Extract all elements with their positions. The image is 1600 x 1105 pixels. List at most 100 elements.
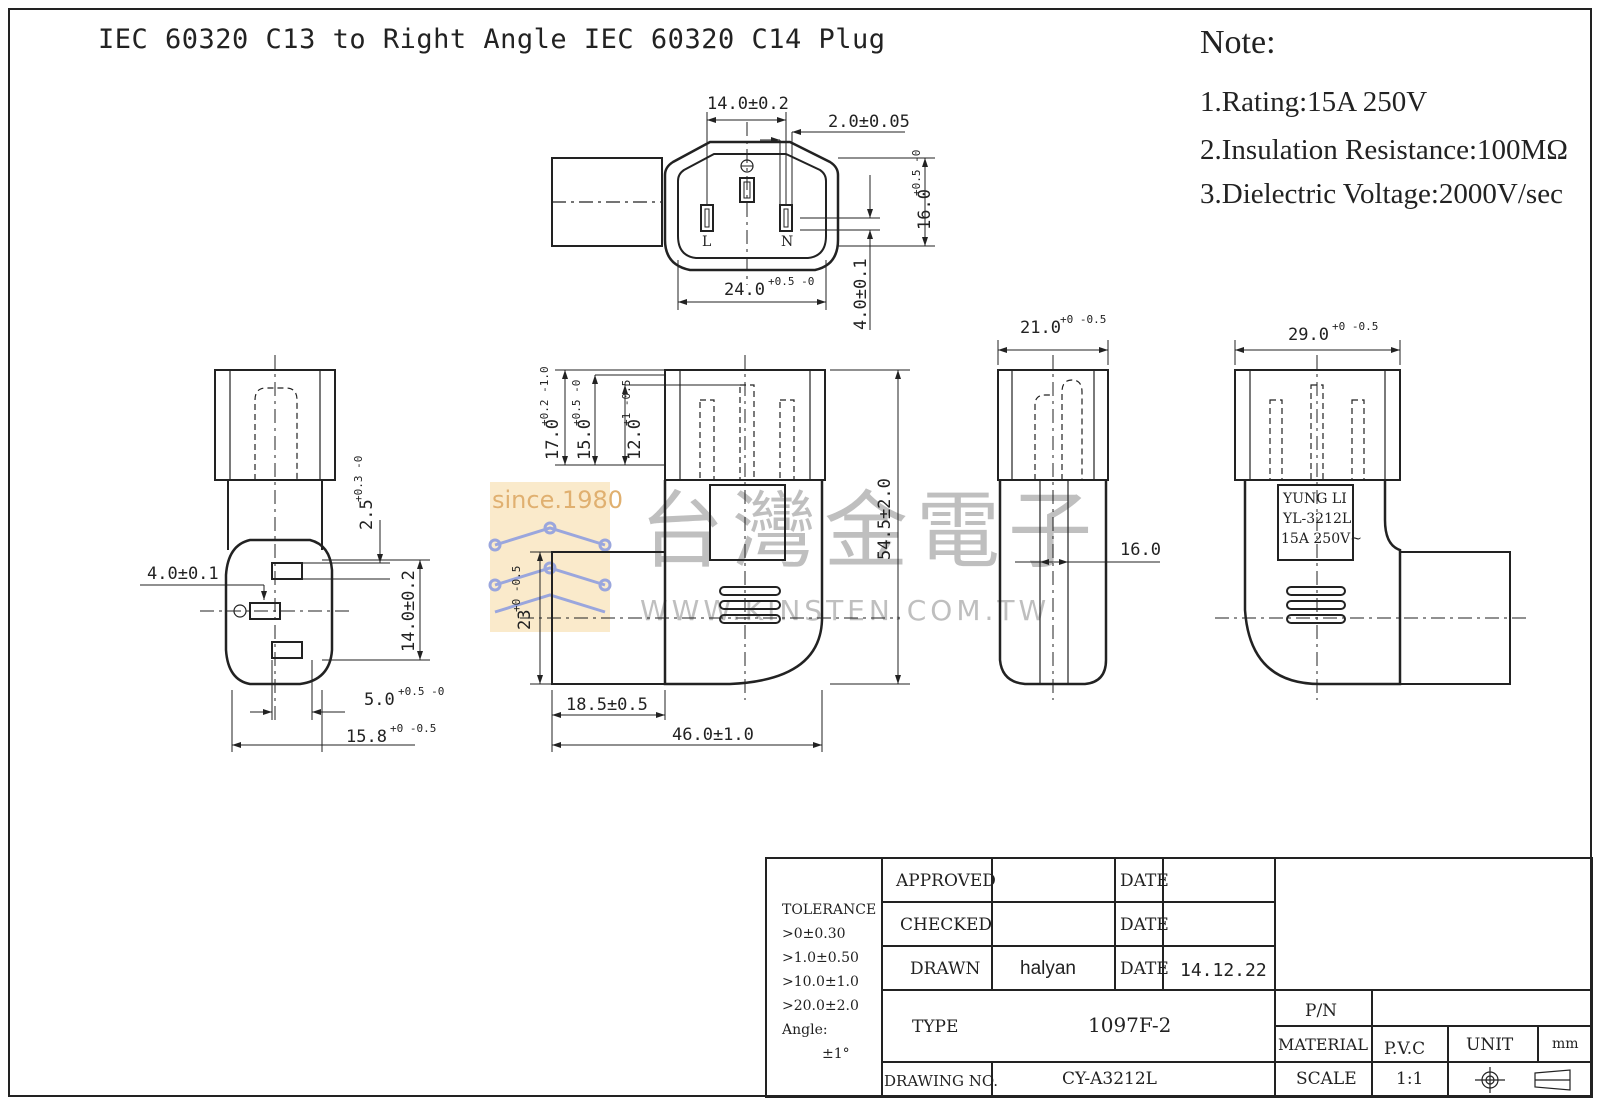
right-view-body (1243, 480, 1402, 686)
right-view (1215, 355, 1530, 700)
projection-symbol-icon (1475, 1067, 1571, 1093)
watermark-url: WWW.KINSTEN.COM.TW (640, 594, 1050, 627)
type-value: 1097F-2 (1088, 1013, 1171, 1037)
watermark-company: 台灣金電子 (640, 482, 1100, 580)
end-view (997, 355, 1109, 700)
watermark: since.1980 台灣金電子 WWW.KINSTEN.COM.TW (488, 482, 1100, 632)
drawn-by: halyan (1020, 958, 1076, 979)
svg-text:+0.5 -0: +0.5 -0 (570, 380, 583, 426)
drawing-no-label: DRAWING NO. (884, 1072, 998, 1090)
dim-end-side: 16.0 (1120, 540, 1161, 560)
checked-label: CHECKED (900, 915, 992, 935)
dim-side-depth: 23 +0 -0.5 (510, 566, 535, 630)
scale-value: 1:1 (1396, 1069, 1423, 1089)
pin-label-l: L (702, 234, 711, 250)
dim-end-width: 21.0 (1020, 318, 1061, 338)
right-view-label-line-1: YUNG LI (1282, 491, 1347, 507)
dim-front-width-top: 14.0±0.2 (707, 94, 789, 114)
side-view-body (663, 480, 824, 686)
note-rating: 1.Rating:15A 250V (1200, 86, 1428, 118)
dim-side-w2: 46.0±1.0 (672, 725, 754, 745)
svg-text:12.0: 12.0 (625, 419, 645, 460)
watermark-since: since.1980 (492, 486, 623, 514)
unit-label: UNIT (1466, 1035, 1514, 1055)
svg-text:+0.2 -1.0: +0.2 -1.0 (538, 366, 551, 426)
left-view-pin-top (271, 562, 303, 580)
drawing-title: IEC 60320 C13 to Right Angle IEC 60320 C… (98, 24, 886, 55)
dim-front-pin-width: 2.0±0.05 (828, 112, 910, 132)
dim-side-total-height: 54.5±2.0 (875, 478, 895, 560)
end-view-body (998, 480, 1108, 686)
dim-side-h3: 12.0 +1 -0.5 (620, 380, 645, 460)
svg-text:23: 23 (515, 610, 535, 630)
dim-front-offset: 4.0±0.1 (851, 258, 871, 330)
svg-text:16.0: 16.0 (915, 189, 935, 230)
date-label-checked: DATE (1120, 915, 1169, 935)
right-view-label-area (1277, 484, 1354, 561)
left-view-pin-bottom (271, 641, 303, 659)
tolerance-2: >1.0±0.50 (782, 950, 859, 966)
right-view-label-line-3: 15A 250V~ (1281, 531, 1362, 547)
scale-label: SCALE (1296, 1069, 1357, 1089)
angle-label: Angle: (781, 1022, 828, 1038)
tolerance-1: >0±0.30 (782, 926, 846, 942)
dim-left-d2: 4.0±0.1 (147, 564, 219, 584)
front-view-outer-shell (663, 140, 840, 272)
dim-left-d5: 15.8 (346, 727, 387, 747)
left-view (200, 355, 350, 720)
date-label-approved: DATE (1120, 871, 1169, 891)
pin-label-n: N (781, 234, 793, 250)
dim-left-d4: 5.0 (364, 690, 395, 710)
right-view-dimensions (1234, 340, 1401, 365)
date-label-drawn: DATE (1120, 959, 1169, 979)
svg-text:17.0: 17.0 (543, 419, 563, 460)
unit-value: mm (1552, 1036, 1579, 1052)
side-view-dimensions (530, 369, 910, 752)
note-heading: Note: (1200, 24, 1276, 61)
type-label: TYPE (912, 1017, 958, 1037)
material-label: MATERIAL (1278, 1035, 1368, 1054)
dim-end-width-tol: +0 -0.5 (1060, 313, 1106, 326)
svg-text:+0.5 -0: +0.5 -0 (910, 150, 923, 196)
front-view-dimensions (677, 112, 935, 330)
dim-front-width-bottom-tol: +0.5 -0 (768, 275, 814, 288)
note-insulation: 2.Insulation Resistance:100MΩ (1200, 134, 1568, 166)
svg-text:15.0: 15.0 (575, 419, 595, 460)
dim-left-d1: 2.5 +0.3 -0 (352, 456, 377, 530)
drawn-date: 14.12.22 (1180, 960, 1267, 981)
svg-text:2.5: 2.5 (357, 499, 377, 530)
dim-right-width-tol: +0 -0.5 (1332, 320, 1378, 333)
side-view-label-area (709, 484, 786, 561)
front-view (551, 122, 840, 285)
front-view-inner-face (677, 153, 827, 259)
tolerance-3: >10.0±1.0 (782, 974, 859, 990)
dim-front-height: 16.0 +0.5 -0 (910, 150, 935, 230)
end-view-dimensions (997, 340, 1160, 565)
dim-left-d3: 14.0±0.2 (399, 570, 419, 652)
end-view-plug-top (997, 369, 1109, 481)
svg-text:+0.3 -0: +0.3 -0 (352, 456, 365, 502)
left-view-face (224, 538, 334, 686)
dim-side-h1: 17.0 +0.2 -1.0 (538, 366, 563, 460)
tolerance-label: TOLERANCE (782, 902, 876, 918)
right-view-cord (1399, 551, 1511, 685)
svg-text:+1 -0.5: +1 -0.5 (620, 380, 633, 426)
dim-left-d4-tol: +0.5 -0 (398, 685, 444, 698)
approved-label: APPROVED (895, 871, 996, 891)
drawing-no-value: CY-A3212L (1062, 1069, 1157, 1089)
left-view-dimensions (140, 520, 430, 752)
drawn-label: DRAWN (910, 959, 980, 979)
tolerance-4: >20.0±2.0 (782, 998, 859, 1014)
right-view-label-line-2: YL-3212L (1282, 511, 1351, 527)
side-view (520, 355, 900, 700)
note-dielectric: 3.Dielectric Voltage:2000V/sec (1200, 178, 1563, 210)
material-value: P.V.C (1384, 1039, 1425, 1059)
left-view-plug-top (214, 369, 336, 481)
dim-right-width: 29.0 (1288, 325, 1329, 345)
pn-label: P/N (1305, 1001, 1337, 1021)
svg-text:+0 -0.5: +0 -0.5 (510, 566, 523, 612)
dim-left-d5-tol: +0 -0.5 (390, 722, 436, 735)
angle-value: ±1° (822, 1046, 850, 1062)
dim-side-w1: 18.5±0.5 (566, 695, 648, 715)
dim-side-h2: 15.0 +0.5 -0 (570, 380, 595, 460)
